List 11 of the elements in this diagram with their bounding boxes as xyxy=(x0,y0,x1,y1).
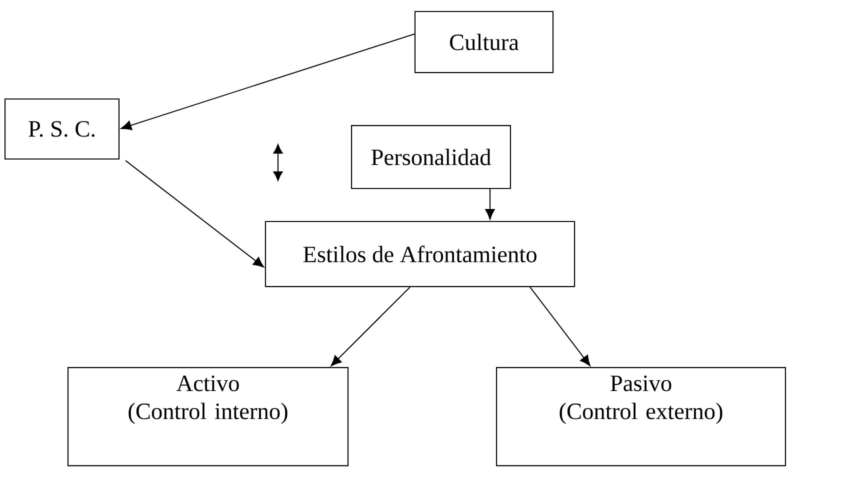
process-box: Cultura xyxy=(414,10,554,74)
process-box: Pasivo (Control externo) xyxy=(496,367,786,466)
process-box: Activo (Control interno) xyxy=(67,367,349,466)
arrow xyxy=(530,286,590,366)
process-box: P. S. C. xyxy=(4,98,120,160)
arrow xyxy=(125,160,264,268)
arrow xyxy=(330,286,410,366)
arrow xyxy=(120,34,415,130)
process-box: Personalidad xyxy=(351,125,511,189)
process-box: Estilos de Afrontamiento xyxy=(264,220,576,288)
arrow xyxy=(485,189,495,220)
